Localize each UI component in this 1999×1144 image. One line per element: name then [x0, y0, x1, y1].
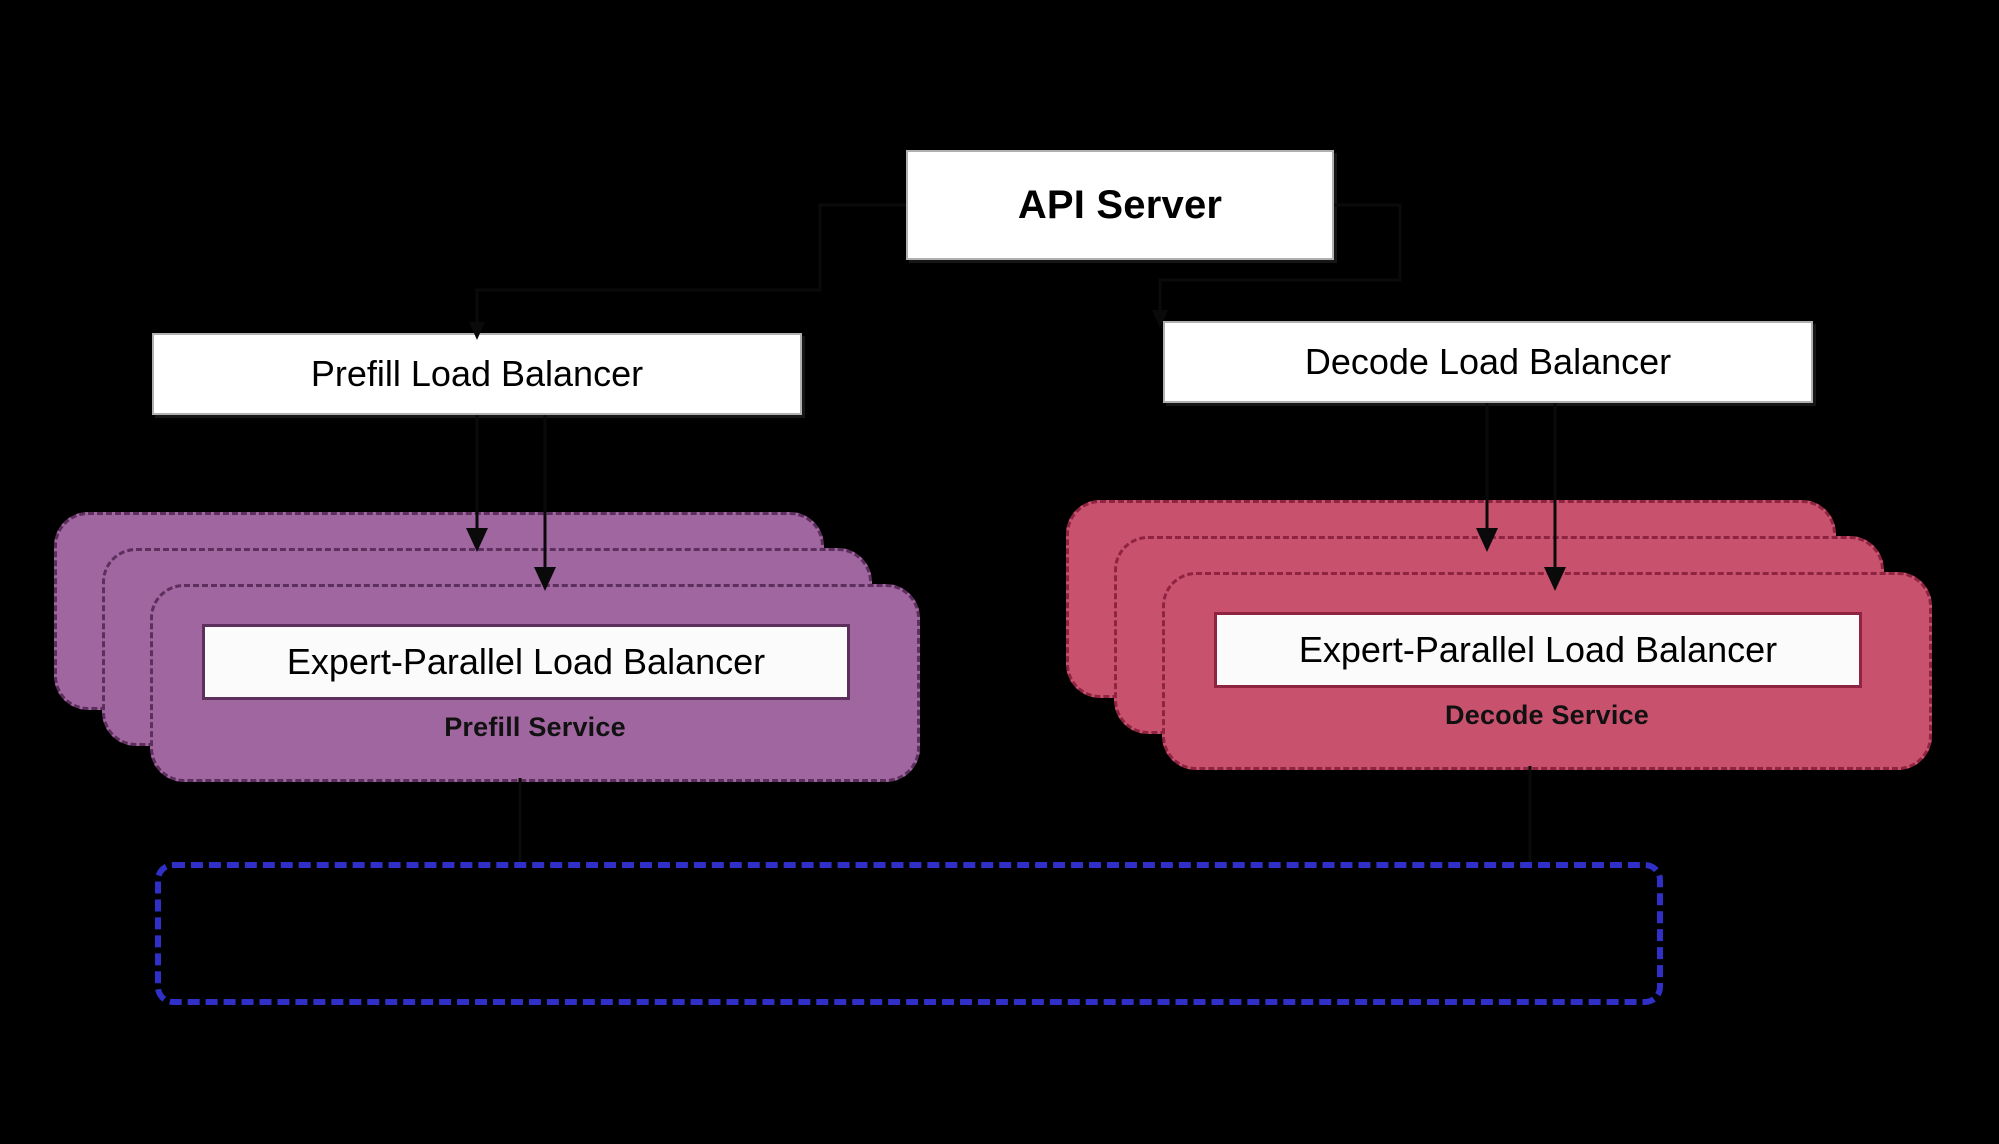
- decode-load-balancer-node[interactable]: Decode Load Balancer: [1163, 321, 1813, 403]
- decode-expert-parallel-load-balancer-box[interactable]: Expert-Parallel Load Balancer: [1214, 612, 1862, 688]
- decode-service-label: Decode Service: [1445, 700, 1649, 730]
- prefill-service-label: Prefill Service: [444, 712, 626, 742]
- api-server-node[interactable]: API Server: [906, 150, 1334, 260]
- prefill-service-stack[interactable]: Expert-Parallel Load Balancer Prefill Se…: [54, 512, 920, 782]
- bottom-dashed-container[interactable]: [155, 862, 1663, 1005]
- prefill-load-balancer-node[interactable]: Prefill Load Balancer: [152, 333, 802, 415]
- edge-api-to-prefill-lb: [469, 203, 906, 340]
- decode-service-stack[interactable]: Expert-Parallel Load Balancer Decode Ser…: [1066, 500, 1946, 770]
- prefill-expert-parallel-load-balancer-box[interactable]: Expert-Parallel Load Balancer: [202, 624, 850, 700]
